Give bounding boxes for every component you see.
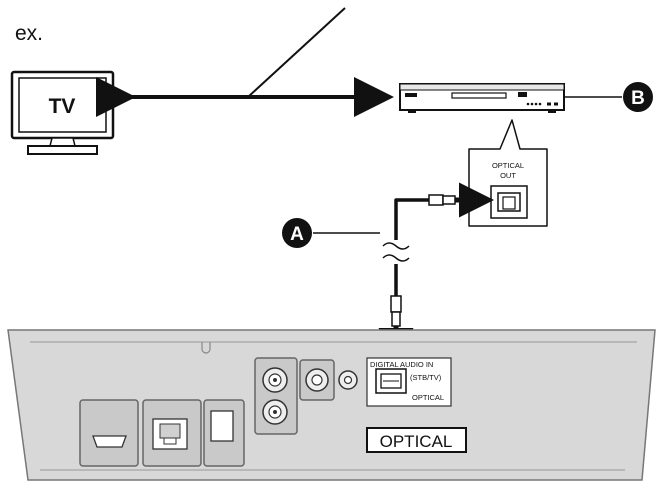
digital-audio-in-label: DIGITAL AUDIO IN xyxy=(370,360,433,369)
leader-line-top xyxy=(247,7,346,98)
optical-out-label-line1: OPTICAL xyxy=(492,161,524,170)
tv-icon: TV xyxy=(10,70,115,155)
lan-port-icon xyxy=(142,399,202,467)
example-label: ex. xyxy=(15,22,43,45)
tv-label: TV xyxy=(49,95,76,118)
stb-tv-label: (STB/TV) xyxy=(410,373,442,382)
service-port-icon xyxy=(203,399,245,467)
optical-small-label: OPTICAL xyxy=(412,393,444,402)
optical-out-port-icon xyxy=(490,185,528,219)
hdmi-port-icon xyxy=(79,399,139,467)
optical-out-label-line2: OUT xyxy=(500,171,516,180)
callout-b: B xyxy=(623,82,653,112)
set-top-box-icon xyxy=(399,83,565,113)
subwoofer-jack-icon xyxy=(299,359,358,401)
callout-a-text: A xyxy=(290,224,304,245)
callout-a: A xyxy=(282,218,312,248)
analog-audio-jacks-icon xyxy=(254,357,298,435)
optical-in-port-icon xyxy=(375,368,407,394)
callout-b-text: B xyxy=(631,88,645,109)
optical-highlight-label: OPTICAL xyxy=(380,432,453,451)
optical-highlight-box xyxy=(366,427,467,453)
